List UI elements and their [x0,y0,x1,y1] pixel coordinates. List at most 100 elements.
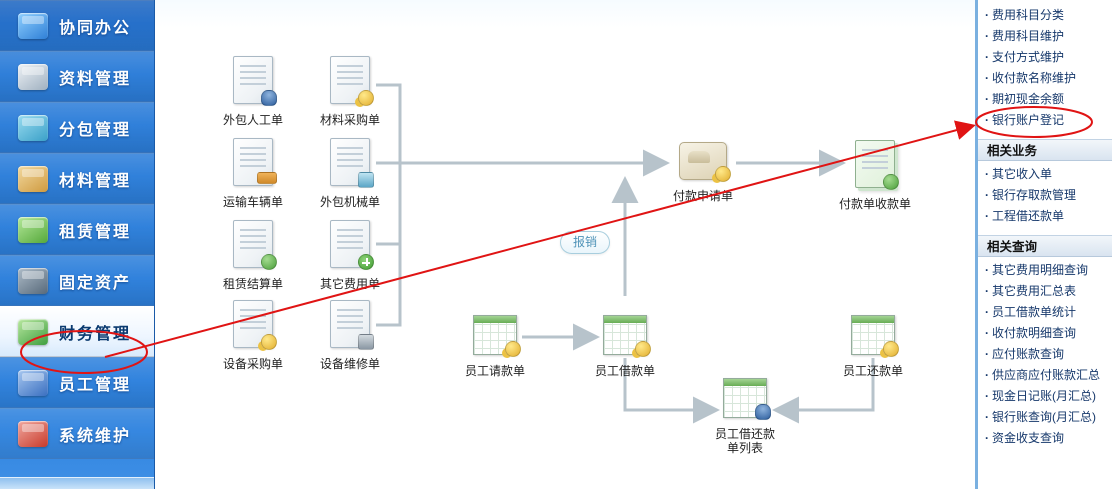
flow-node-label: 员工还款单 [842,364,903,378]
main-nav-sidebar: 协同办公 资料管理 分包管理 材料管理 租赁管理 固定资产 财务管理 员工管理 [0,0,155,489]
flow-node-equipment-repair-order[interactable]: 设备维修单 [305,300,395,371]
flow-node-outsourced-labor-order[interactable]: 外包人工单 [208,56,298,127]
flow-node-label: 付款申请单 [672,189,733,203]
sidebar-item-label: 财务管理 [59,325,132,343]
lease-boxes-icon [18,216,48,243]
reimburse-label: 报销 [560,231,610,254]
document-coins-icon [233,300,277,350]
sidebar-item-material-management[interactable]: 材料管理 [0,153,154,204]
flow-node-label: 其它费用单 [319,277,380,291]
menu-item-payee-name-maintain[interactable]: 收付款名称维护 [978,68,1112,89]
menu-item-other-expense-summary[interactable]: 其它费用汇总表 [978,281,1112,302]
sidebar-item-lease-management[interactable]: 租赁管理 [0,204,154,255]
sidebar-item-label: 协同办公 [59,19,132,37]
menu-item-cash-journal-monthly[interactable]: 现金日记账(月汇总) [978,386,1112,407]
document-truck-icon [233,138,277,186]
menu-item-employee-loan-stats[interactable]: 员工借款单统计 [978,302,1112,323]
flow-node-payment-receipt-order[interactable]: 付款单收款单 [830,140,920,211]
menu-item-label: 费用科目维护 [992,29,1065,43]
sidebar-item-system-maintenance[interactable]: 系统维护 [0,408,154,459]
menu-item-bank-deposit-withdraw-mgmt[interactable]: 银行存取款管理 [978,185,1112,206]
document-wrench-icon [330,300,374,350]
context-menu-panel: 费用科目分类 费用科目维护 支付方式维护 收付款名称维护 期初现金余额 银行账户… [975,0,1112,489]
flow-node-outsourced-machinery-order[interactable]: 外包机械单 [305,138,395,209]
flow-node-material-purchase-order[interactable]: 材料采购单 [305,56,395,127]
menu-item-label: 收付款名称维护 [992,71,1077,85]
menu-item-project-loan-repayment-order[interactable]: 工程借还款单 [978,206,1112,227]
menu-item-supplier-payable-summary[interactable]: 供应商应付账款汇总 [978,365,1112,386]
flow-node-label: 员工借款单 [594,364,655,378]
document-machine-icon [330,138,374,188]
menu-item-label: 费用科目分类 [992,8,1065,22]
menu-item-label: 其它费用明细查询 [992,263,1089,277]
section-header-related-query: 相关查询 [978,235,1112,257]
sidebar-item-employee-management[interactable]: 员工管理 [0,357,154,408]
flow-node-label: 设备维修单 [319,357,380,371]
flow-node-employee-request-order[interactable]: 员工请款单 [450,315,540,378]
menu-item-fund-inout-query[interactable]: 资金收支查询 [978,428,1112,449]
menu-item-label: 银行账户登记 [992,113,1065,127]
sidebar-item-fixed-assets[interactable]: 固定资产 [0,255,154,306]
system-maintain-icon [18,420,48,447]
flow-node-label: 员工借还款单列表 [714,427,775,455]
flow-node-transport-vehicle-order[interactable]: 运输车辆单 [208,138,298,209]
menu-item-payment-method-maintain[interactable]: 支付方式维护 [978,47,1112,68]
document-money-icon [233,220,277,270]
sidebar-item-label: 分包管理 [59,121,132,139]
flow-node-employee-loan-order[interactable]: 员工借款单 [580,315,670,378]
menu-item-other-income-order[interactable]: 其它收入单 [978,164,1112,185]
menu-item-label: 其它收入单 [992,167,1053,181]
sidebar-item-label: 系统维护 [59,427,132,445]
menu-item-bank-account-register[interactable]: 银行账户登记 [978,110,1112,131]
flow-node-other-expense-order[interactable]: 其它费用单 [305,220,395,291]
menu-item-label: 工程借还款单 [992,209,1065,223]
document-coins-icon [330,56,374,106]
menu-item-label: 银行账查询(月汇总) [992,410,1096,424]
sidebar-item-label: 资料管理 [59,70,132,88]
sidebar-footer [0,477,154,489]
document-plus-icon [330,220,374,270]
flow-node-employee-loan-repayment-list[interactable]: 员工借还款单列表 [702,378,788,455]
flow-node-label: 运输车辆单 [222,195,283,209]
menu-item-initial-cash-balance[interactable]: 期初现金余额 [978,89,1112,110]
menu-item-accounts-payable-query[interactable]: 应付账款查询 [978,344,1112,365]
menu-item-other-expense-detail-query[interactable]: 其它费用明细查询 [978,260,1112,281]
menu-item-bank-account-query-monthly[interactable]: 银行账查询(月汇总) [978,407,1112,428]
flow-node-label: 租赁结算单 [222,277,283,291]
menu-item-label: 现金日记账(月汇总) [992,389,1096,403]
sidebar-item-label: 租赁管理 [59,223,132,241]
flow-node-label: 外包机械单 [319,195,380,209]
collab-office-icon [18,12,48,39]
sidebar-item-label: 固定资产 [59,274,132,292]
flow-node-employee-repayment-order[interactable]: 员工还款单 [828,315,918,378]
flow-node-label: 设备采购单 [222,357,283,371]
menu-item-expense-subject-maintain[interactable]: 费用科目维护 [978,26,1112,47]
flow-node-payment-request-order[interactable]: 付款申请单 [658,142,748,203]
menu-item-expense-subject-category[interactable]: 费用科目分类 [978,5,1112,26]
menu-item-label: 应付账款查询 [992,347,1065,361]
menu-item-label: 期初现金余额 [992,92,1065,106]
flow-node-equipment-purchase-order[interactable]: 设备采购单 [208,300,298,371]
sidebar-item-data-management[interactable]: 资料管理 [0,51,154,102]
data-archive-icon [18,63,48,90]
payment-hand-icon [679,142,731,182]
material-box-icon [18,165,48,192]
sheet-coins-icon [851,315,899,357]
flow-node-lease-settlement-order[interactable]: 租赁结算单 [208,220,298,291]
menu-item-label: 收付款明细查询 [992,326,1077,340]
sheet-coins-icon [603,315,651,357]
document-person-icon [233,56,277,106]
sidebar-item-finance-management[interactable]: 财务管理 [0,306,154,357]
menu-item-payment-detail-query[interactable]: 收付款明细查询 [978,323,1112,344]
receipt-notes-icon [855,140,899,190]
sidebar-item-collaborative-office[interactable]: 协同办公 [0,0,154,51]
sidebar-item-subcontract-management[interactable]: 分包管理 [0,102,154,153]
finance-money-icon [18,318,48,345]
menu-item-label: 供应商应付账款汇总 [992,368,1101,382]
sheet-person-icon [723,378,771,420]
fixed-assets-icon [18,267,48,294]
flow-node-label: 员工请款单 [464,364,525,378]
sheet-coins-icon [473,315,521,357]
flow-node-label: 付款单收款单 [838,197,911,211]
